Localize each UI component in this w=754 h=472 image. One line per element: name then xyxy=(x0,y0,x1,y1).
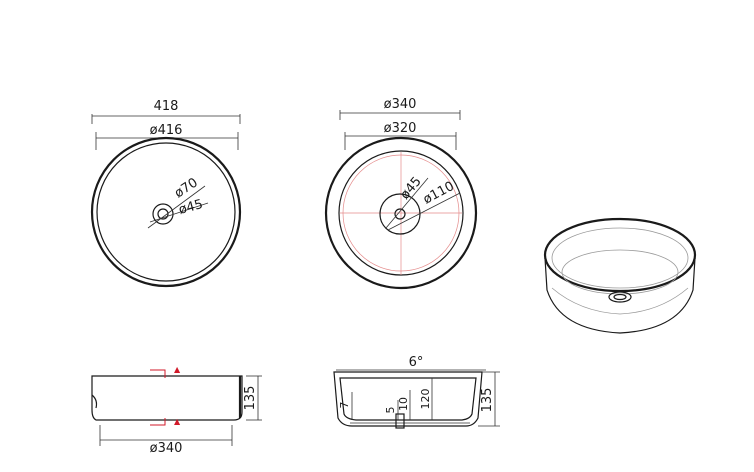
iso-body xyxy=(544,257,696,334)
red-marker-bottom xyxy=(150,418,166,426)
iso-rim-outer xyxy=(543,217,697,293)
bowl-outer-rim xyxy=(90,136,242,288)
side-body xyxy=(91,375,243,421)
dim-135s-label: 135 xyxy=(480,388,495,413)
red-marker-top xyxy=(150,369,166,378)
dim-416-label: ø416 xyxy=(150,123,183,138)
section-outer-body xyxy=(333,371,483,427)
dim-418-label: 418 xyxy=(154,99,179,114)
drain-label-45-middle: ø45 xyxy=(398,174,425,202)
side-view-left: ▲ ▲ 135 ø340 xyxy=(91,365,262,456)
bowl-outer-rim-middle xyxy=(324,136,478,290)
drain-label-45: ø45 xyxy=(177,197,205,218)
angle-label: 6° xyxy=(409,355,424,370)
dim-10-label: 10 xyxy=(397,397,410,411)
section-view: 6° 7 5 10 120 135 xyxy=(333,355,500,429)
drain-outer-circle xyxy=(152,203,174,225)
drain-leader-110 xyxy=(387,192,461,231)
drain-inner-circle xyxy=(157,208,169,220)
iso-drain-outer xyxy=(608,291,632,303)
top-view-left: 418 ø416 ø70 ø45 xyxy=(90,99,242,288)
isometric-view xyxy=(543,217,697,334)
iso-rim-inner xyxy=(551,227,689,289)
section-drain xyxy=(395,413,405,429)
iso-base-curve xyxy=(551,287,689,315)
bowl-inner-rim xyxy=(96,142,236,282)
drain-inner-circle-middle xyxy=(394,208,406,220)
dim-7-label: 7 xyxy=(338,402,351,409)
drain-label-110: ø110 xyxy=(421,179,457,208)
drain-leader-70 xyxy=(147,185,206,229)
dim-320-label: ø320 xyxy=(384,121,417,136)
center-circle xyxy=(342,154,460,272)
iso-drain-inner xyxy=(613,293,627,301)
drain-leader-45-middle xyxy=(385,177,429,229)
dim-5-label: 5 xyxy=(384,407,397,414)
red-arrow-top: ▲ xyxy=(174,365,181,374)
side-left-detail xyxy=(91,394,98,409)
red-arrow-bottom: ▲ xyxy=(174,417,181,426)
section-inner-wall xyxy=(339,377,477,421)
dim-135-label: 135 xyxy=(243,386,258,411)
dim-340b-label: ø340 xyxy=(150,441,183,456)
dim-120-label: 120 xyxy=(419,389,432,410)
dim-340-label: ø340 xyxy=(384,97,417,112)
top-view-middle: ø340 ø320 ø45 ø110 xyxy=(324,97,478,290)
drain-leader-45 xyxy=(149,202,209,223)
iso-inner-wall xyxy=(561,249,679,295)
